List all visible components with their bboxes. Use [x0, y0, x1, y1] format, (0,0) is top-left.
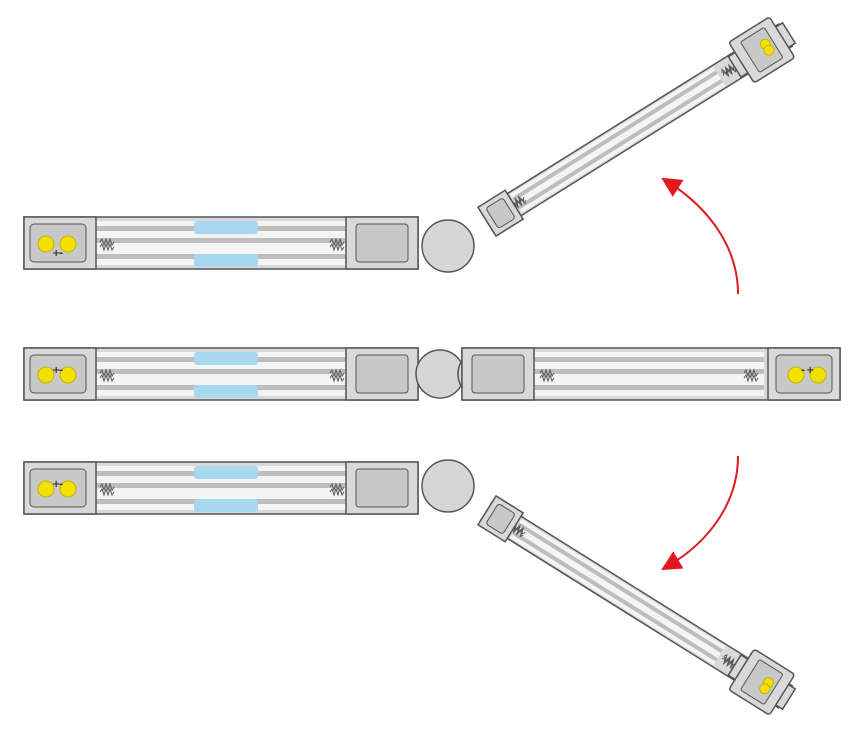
strip-segment-left-middle: + - [23, 347, 419, 401]
polarity-minus-label: - [59, 248, 63, 259]
curved-rotation-arrow-icon [661, 177, 739, 295]
hinge-joint-icon [421, 219, 475, 273]
led-chip-icon [59, 235, 77, 253]
strip-segment-right-middle: - + [461, 347, 841, 401]
blue-label-bottom [194, 385, 258, 398]
connector-box-icon [471, 354, 525, 394]
blue-label-bottom [194, 254, 258, 267]
led-chip-icon [37, 366, 55, 384]
led-chip-icon [809, 366, 827, 384]
blue-label-top [194, 221, 258, 234]
connector-box-icon [355, 354, 409, 394]
connector-box-icon [355, 468, 409, 508]
connector-box-icon [355, 223, 409, 263]
polarity-minus-label: - [59, 365, 63, 376]
polarity-plus-label: + [52, 479, 60, 490]
polarity-plus-label: + [52, 365, 60, 376]
strip-segment-left-bottom: + - [23, 461, 419, 515]
led-chip-icon [59, 366, 77, 384]
strip-segment-rotated-down [473, 489, 803, 721]
strip-segment-rotated-up [473, 11, 803, 243]
connector-row-downward: + - [23, 459, 803, 721]
blue-label-bottom [194, 499, 258, 512]
led-chip-icon [59, 480, 77, 498]
led-chip-icon [37, 235, 55, 253]
blue-label-top [194, 466, 258, 479]
polarity-minus-label: - [801, 365, 805, 376]
led-chip-icon [37, 480, 55, 498]
led-chip-icon [787, 366, 805, 384]
blue-label-top [194, 352, 258, 365]
hinge-joint-icon [415, 349, 465, 399]
polarity-plus-label: + [806, 365, 814, 376]
connector-row-straight: + - - + [23, 347, 841, 401]
polarity-minus-label: - [59, 479, 63, 490]
strip-segment-left-top: + - [23, 216, 419, 270]
curved-rotation-arrow-icon [661, 455, 739, 571]
polarity-plus-label: + [52, 248, 60, 259]
hinge-joint-icon [421, 459, 475, 513]
connector-row-upward: + - [23, 11, 803, 273]
